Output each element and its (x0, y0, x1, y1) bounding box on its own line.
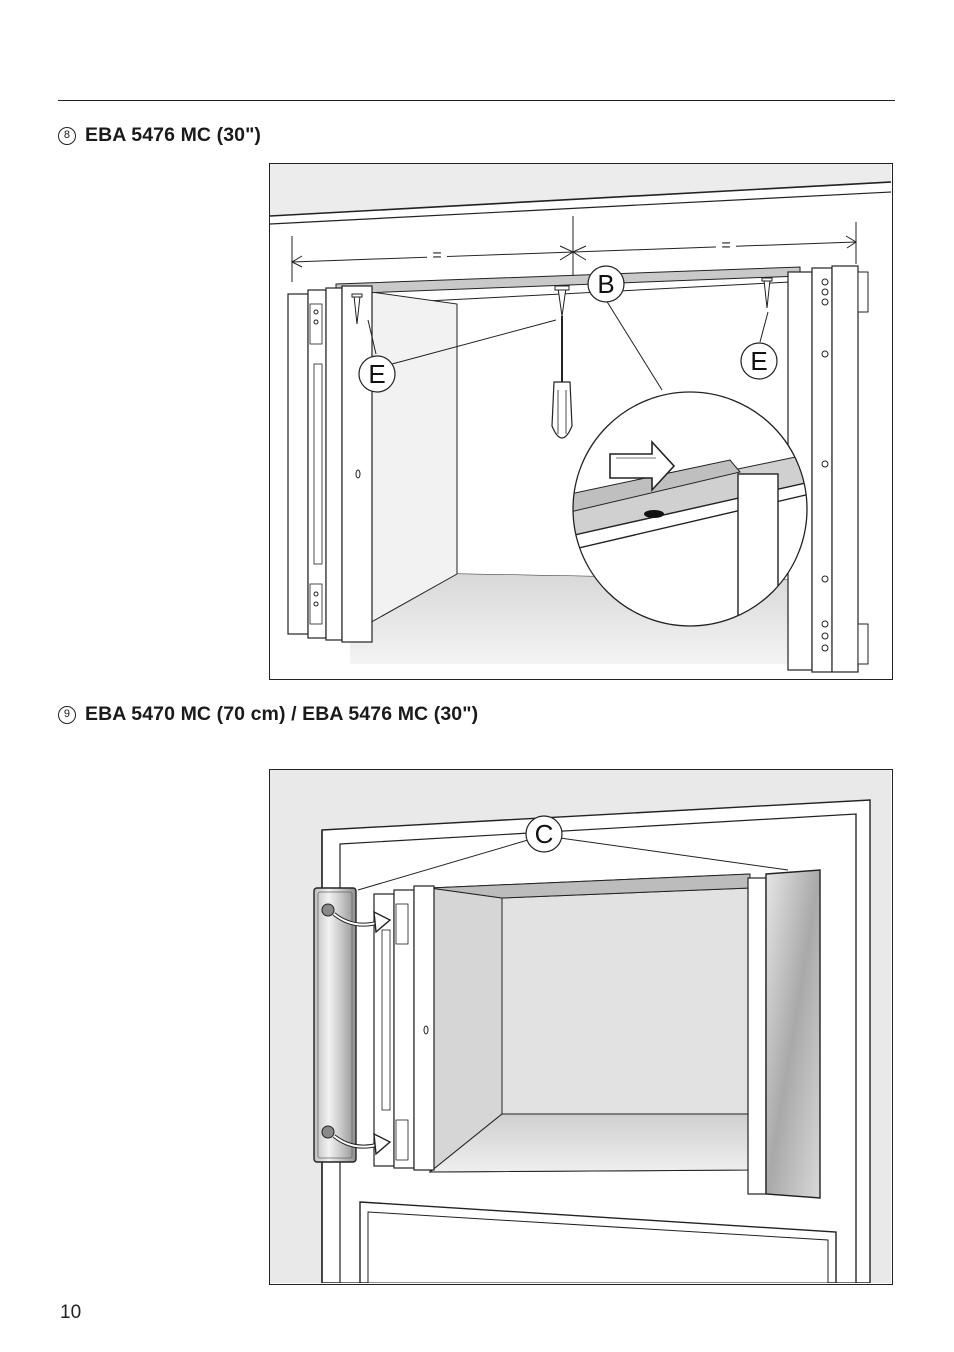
header-rule (58, 100, 895, 101)
dimension-mark-left: = (432, 247, 441, 264)
page-number: 10 (60, 1302, 82, 1323)
dimension-mark-right: = (721, 237, 730, 254)
callout-b: B (597, 269, 614, 299)
step-9-heading: 9 EBA 5470 MC (70 cm) / EBA 5476 MC (30"… (58, 703, 478, 726)
figure-8-illustration: = = (269, 163, 893, 680)
callout-e-right: E (750, 346, 767, 376)
detail-zoom-inset (573, 392, 807, 626)
step-9-title: EBA 5470 MC (70 cm) / EBA 5476 MC (30") (85, 703, 479, 725)
step-9-number: 9 (58, 705, 76, 724)
step-8-title: EBA 5476 MC (30") (85, 124, 262, 146)
step-8-heading: 8 EBA 5476 MC (30") (58, 124, 261, 147)
figure-9-illustration: C (269, 769, 893, 1285)
step-8-number: 8 (58, 126, 76, 145)
callout-c: C (535, 819, 554, 849)
callout-e-left: E (368, 359, 385, 389)
